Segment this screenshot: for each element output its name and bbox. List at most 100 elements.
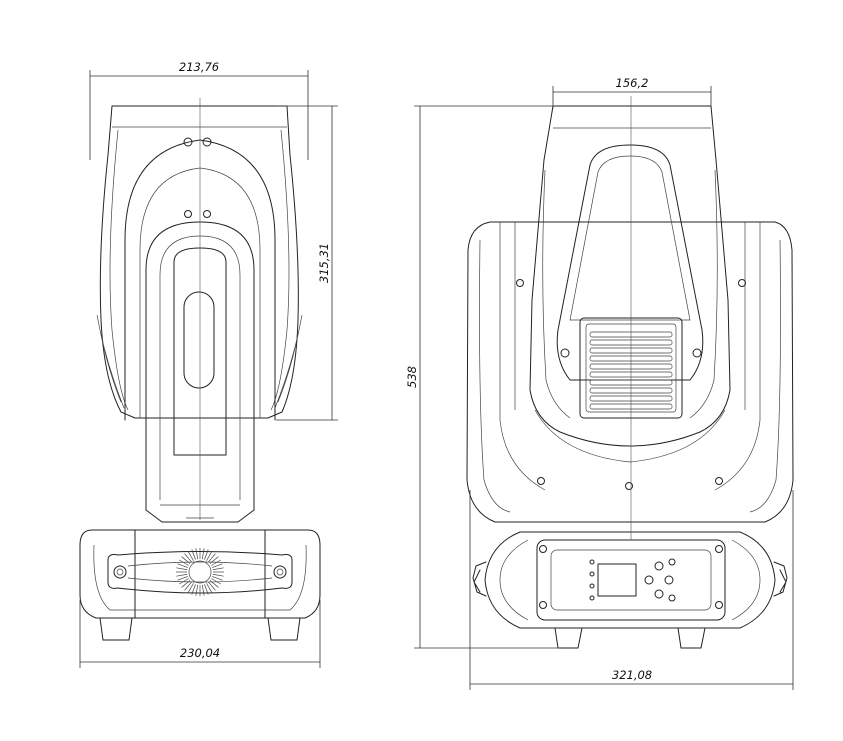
fan-blade <box>212 576 223 581</box>
side-handle-knob-left-inner <box>116 568 124 576</box>
side-dim-top-line <box>89 70 309 160</box>
front-base-screw-1 <box>539 545 547 553</box>
front-screw-lower-center <box>625 482 633 490</box>
side-dim-top-label: 213,76 <box>179 60 219 74</box>
fan-blade <box>176 567 188 571</box>
fan-blade <box>208 553 216 563</box>
front-base-outline <box>484 531 776 629</box>
front-base-screw-3 <box>539 601 547 609</box>
fan-blade <box>184 553 192 563</box>
side-foot-right <box>267 617 301 641</box>
side-head-inner-right <box>270 129 290 411</box>
fan-blade <box>184 581 192 591</box>
front-led-4 <box>589 595 595 601</box>
fan-blade <box>187 551 194 561</box>
front-handle-right <box>773 561 788 597</box>
front-yoke-outline <box>466 221 794 523</box>
side-dim-base-line <box>79 600 321 668</box>
side-head-inner-left <box>109 129 129 411</box>
front-button-enter <box>668 594 676 602</box>
front-base-panel <box>536 539 726 621</box>
front-view: 156,2 538 321,08 <box>405 76 794 690</box>
fan-blade <box>206 583 213 593</box>
front-button-right <box>664 575 674 585</box>
side-screw-4 <box>203 210 211 218</box>
front-yoke-inner-left <box>479 239 511 513</box>
fan-blade <box>204 549 209 560</box>
side-yoke-arm <box>145 221 255 523</box>
front-head-outline <box>529 105 731 447</box>
front-screw-yoke-left <box>516 279 524 287</box>
side-view: 213,76 315,31 230,04 <box>79 60 338 668</box>
fan-blade <box>187 583 194 593</box>
front-dim-top-line <box>552 86 712 108</box>
side-base-center <box>134 529 266 619</box>
fan-blade <box>201 548 205 560</box>
fan-blade <box>209 556 219 564</box>
side-base-fan <box>176 548 224 596</box>
side-handle-knob-right <box>273 565 287 579</box>
fan-blade <box>177 563 188 568</box>
front-button-up <box>654 561 664 571</box>
front-screw-lower-right <box>715 477 723 485</box>
front-screw-yoke-right <box>738 279 746 287</box>
fan-blade <box>179 578 189 585</box>
front-display-panel <box>550 549 712 611</box>
side-screw-1 <box>183 137 193 147</box>
fan-blade <box>191 549 196 560</box>
fan-blade <box>208 581 216 591</box>
side-foot-left <box>99 617 133 641</box>
front-dim-base-line <box>469 490 794 690</box>
side-yoke-slot <box>183 291 215 389</box>
front-screw-head-left <box>560 348 570 358</box>
front-led-1 <box>589 559 595 565</box>
fan-blade <box>195 548 199 560</box>
front-dim-height-line <box>414 105 560 649</box>
front-base-inner <box>499 539 761 621</box>
fan-blade <box>177 576 188 581</box>
front-handle-left <box>472 561 487 597</box>
side-base-inner <box>93 544 307 611</box>
front-lcd-screen <box>597 563 637 597</box>
side-base-handle <box>107 551 293 594</box>
fan-blade <box>191 584 196 595</box>
side-base-outline <box>79 529 321 619</box>
side-screw-3 <box>184 210 192 218</box>
front-screw-head-right <box>692 348 702 358</box>
side-fan-hub <box>188 560 212 584</box>
fan-blade <box>201 584 205 596</box>
fan-blade <box>212 563 223 568</box>
side-head-outline <box>99 105 299 419</box>
front-button-left <box>644 575 654 585</box>
fan-blade <box>181 556 191 564</box>
side-dim-height-line <box>276 105 338 421</box>
front-button-menu <box>668 558 676 566</box>
fan-blade <box>176 573 188 577</box>
front-head-inner2 <box>569 155 691 321</box>
side-handle-knob-left <box>113 565 127 579</box>
front-screw-lower-left <box>537 477 545 485</box>
fan-blade <box>211 578 221 585</box>
front-dim-base-label: 321,08 <box>612 668 652 682</box>
front-led-2 <box>589 571 595 577</box>
front-head-inner <box>556 144 704 381</box>
front-base-screw-4 <box>715 601 723 609</box>
front-dim-height-label: 538 <box>405 366 419 388</box>
side-dim-base-label: 230,04 <box>180 646 220 660</box>
front-foot-left <box>554 627 583 649</box>
side-screw-2 <box>202 137 212 147</box>
fan-blade <box>212 573 224 577</box>
fan-blade <box>195 584 199 596</box>
fan-blade <box>179 559 189 566</box>
fan-blade <box>209 580 219 588</box>
front-head-lower-curve <box>534 409 726 463</box>
front-yoke-inner-right <box>749 239 781 513</box>
front-yoke-arm-right <box>714 222 761 491</box>
fan-blade <box>211 559 221 566</box>
front-head-side-left <box>542 169 571 419</box>
side-head-rib-right <box>274 314 303 409</box>
fan-blade <box>206 551 213 561</box>
side-dim-height-label: 315,31 <box>317 243 331 283</box>
